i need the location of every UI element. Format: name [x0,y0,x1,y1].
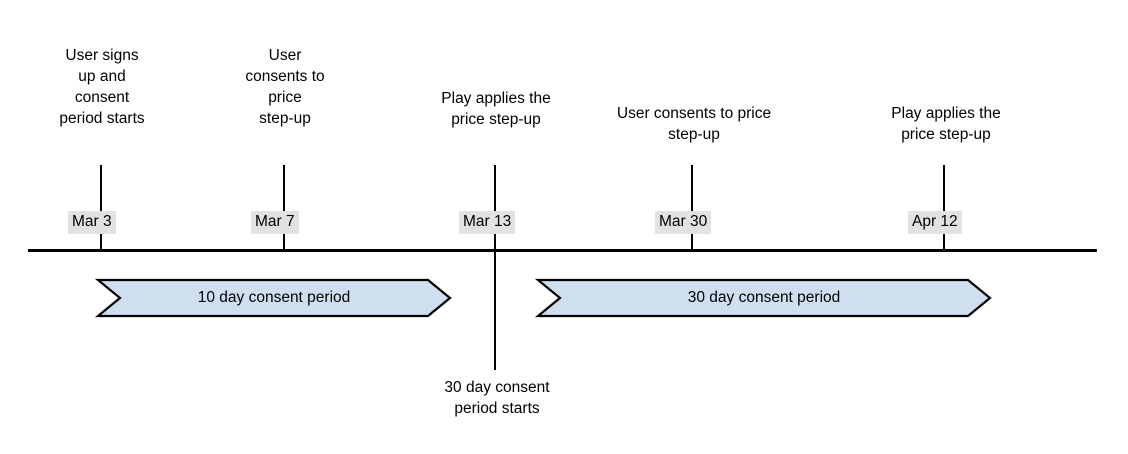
event-label-mar-3: User signs up and consent period starts [59,47,145,127]
period-shape-thirty-day [538,280,990,316]
tick-mar-7 [283,165,285,251]
tick-mar-3 [100,165,102,251]
period-banner-ten-day: 10 day consent period [98,280,450,316]
tick-apr-12 [943,165,945,251]
below-note-mar-13-note: 30 day consent period starts [444,379,550,417]
event-label-mar-30: User consents to price step-up [616,105,772,143]
date-chip-apr-12: Apr 12 [908,211,962,234]
tick-mar-13 [494,165,496,251]
date-chip-mar-7: Mar 7 [251,211,299,234]
event-label-mar-7: User consents to price step-up [245,47,325,127]
event-label-mar-13: Play applies the price step-up [441,90,551,128]
date-chip-mar-30: Mar 30 [655,211,712,234]
tick-mar-30 [691,165,693,251]
period-shape-ten-day [98,280,450,316]
date-chip-mar-3: Mar 3 [68,211,116,234]
timeline-axis [28,249,1097,252]
period-banner-thirty-day: 30 day consent period [538,280,990,316]
event-label-apr-12: Play applies the price step-up [891,105,1001,143]
tick-below-mar-13-note [494,252,496,370]
date-chip-mar-13: Mar 13 [459,211,516,234]
